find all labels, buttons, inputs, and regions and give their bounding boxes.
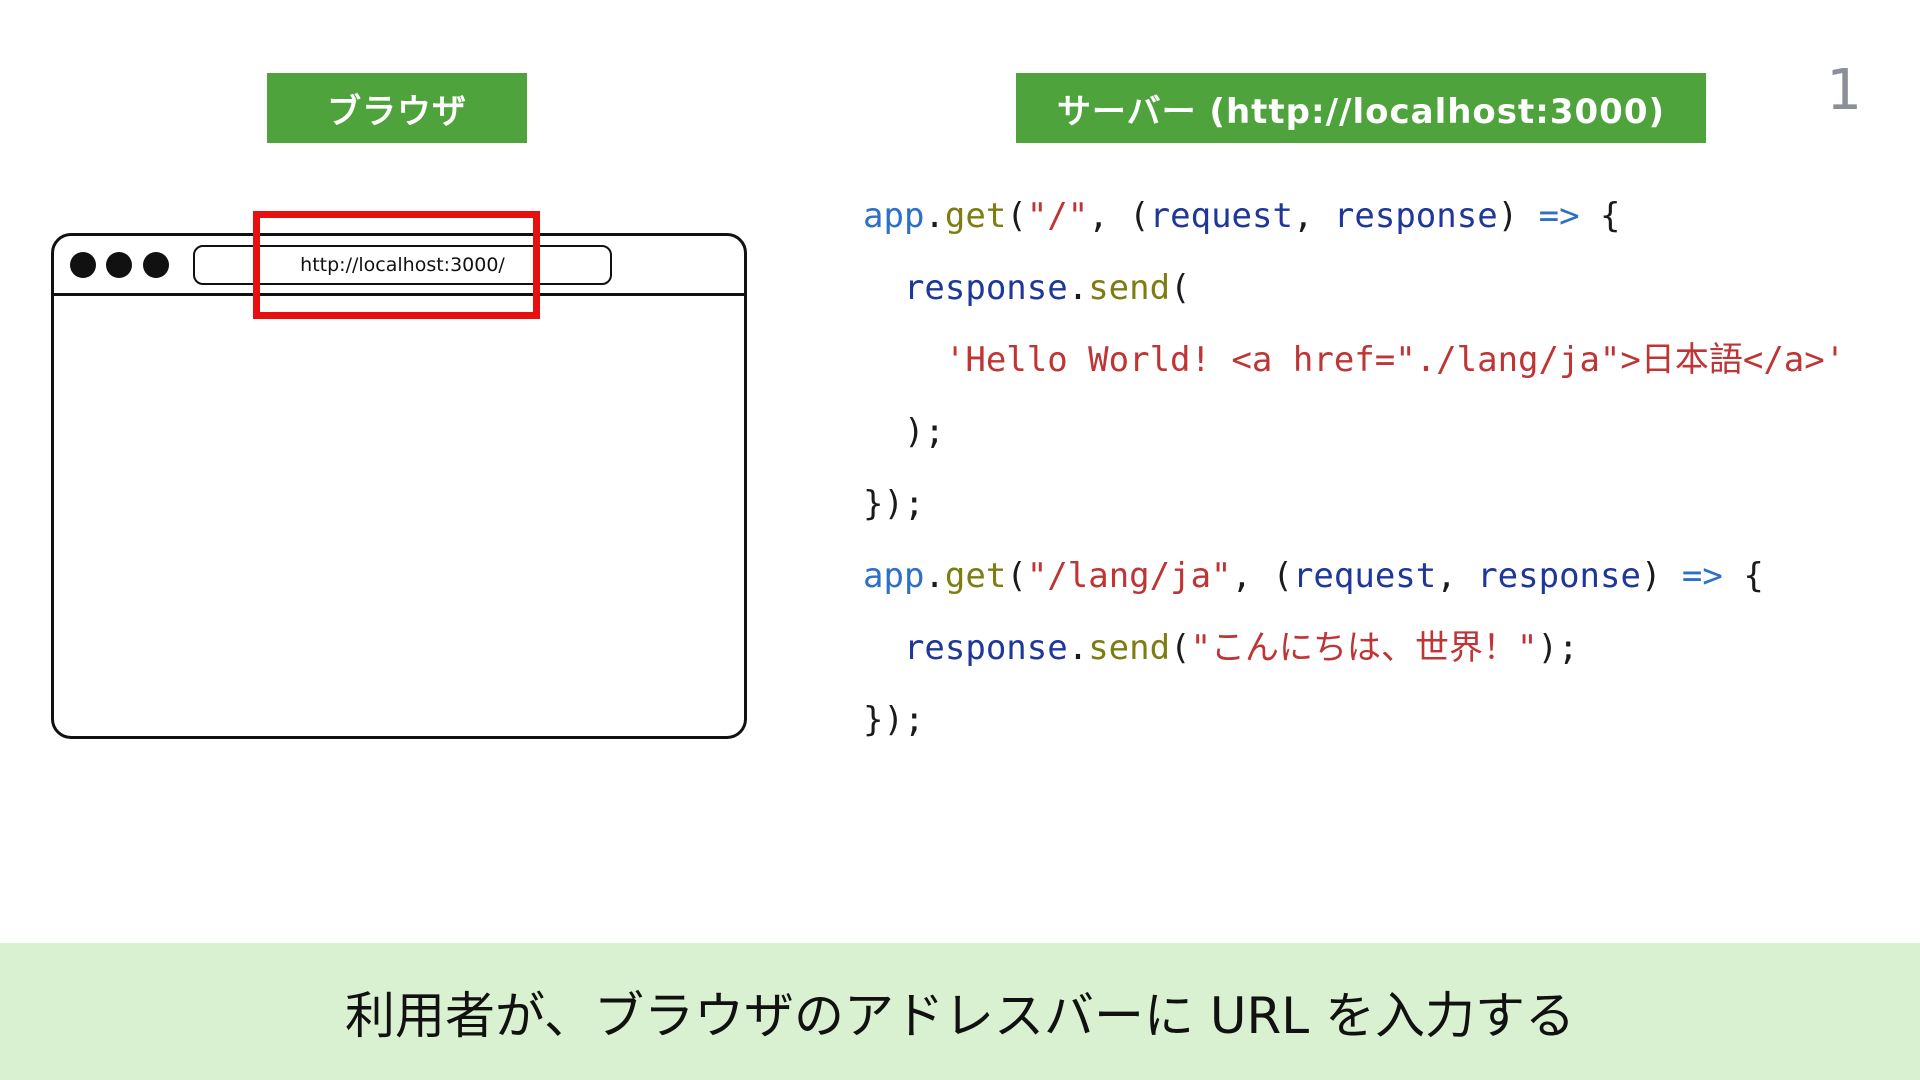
- code-block: app.get("/", (request, response) => { re…: [863, 196, 1846, 740]
- caption-text: 利用者が、ブラウザのアドレスバーに URL を入力する: [345, 986, 1575, 1045]
- browser-label: ブラウザ: [267, 73, 527, 143]
- window-dot-icon: [70, 252, 96, 278]
- address-bar-url: http://localhost:3000/: [300, 254, 505, 276]
- browser-content-area: [54, 296, 744, 739]
- browser-titlebar: http://localhost:3000/: [54, 236, 744, 296]
- page-number: 1: [1826, 58, 1862, 123]
- address-bar-highlight: [253, 211, 540, 319]
- server-label: サーバー (http://localhost:3000): [1016, 73, 1706, 143]
- caption-bar: 利用者が、ブラウザのアドレスバーに URL を入力する: [0, 943, 1920, 1080]
- window-dot-icon: [143, 252, 169, 278]
- window-dot-icon: [106, 252, 132, 278]
- address-bar: http://localhost:3000/: [193, 245, 612, 285]
